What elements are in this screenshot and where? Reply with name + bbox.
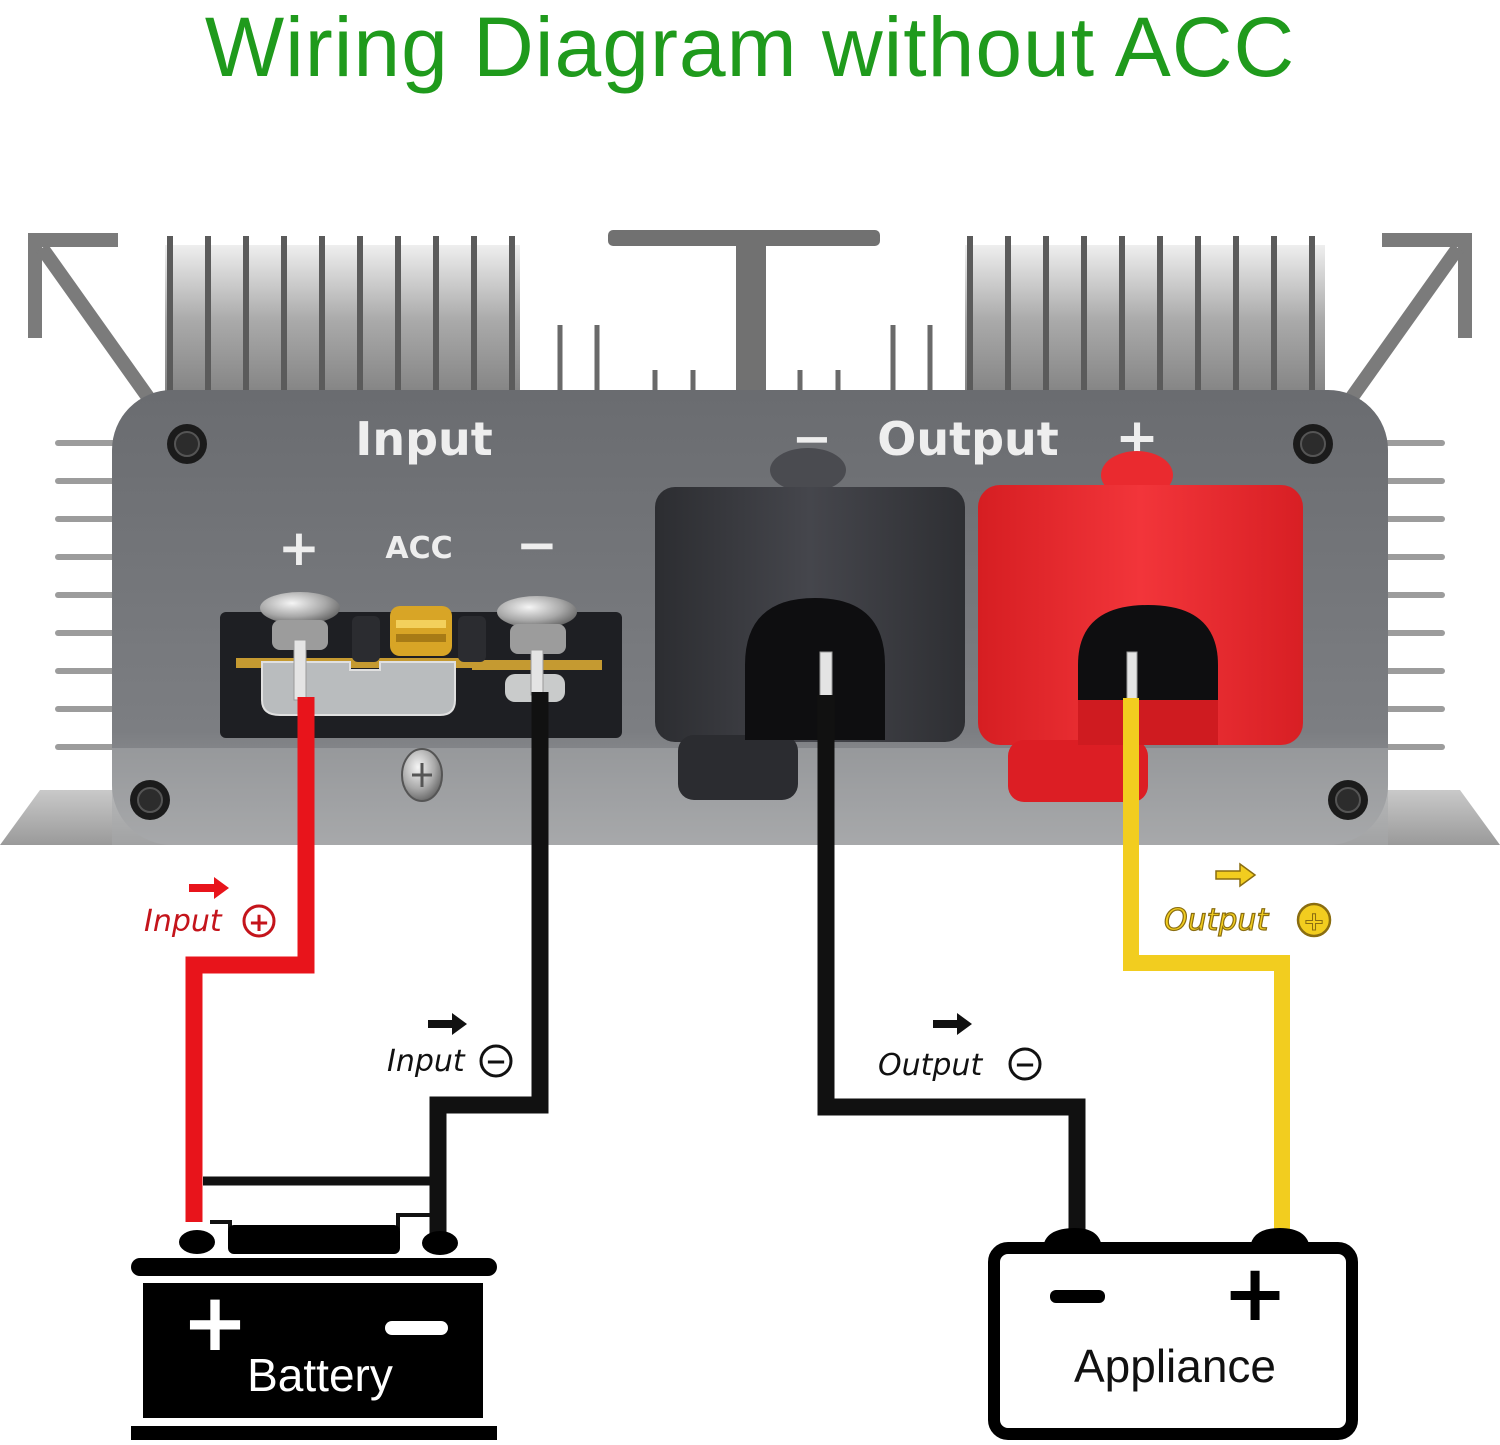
side-fin [1375, 554, 1445, 560]
panel-screw [130, 780, 170, 820]
side-fin [1375, 516, 1445, 522]
battery-positive-post [179, 1230, 215, 1254]
arrow-right-icon [428, 1013, 467, 1035]
wire-input-negative [429, 692, 549, 1240]
input-plus-screw [260, 592, 340, 650]
wire-symbol: − [1014, 1050, 1036, 1080]
corner-bracket-right [1344, 233, 1472, 405]
heatsink-fins-center [557, 325, 933, 392]
minus-circle-icon [1008, 1047, 1042, 1081]
side-fin [55, 478, 125, 484]
acc-screw [390, 606, 452, 656]
panel-screw [1293, 424, 1333, 464]
panel-screw [167, 424, 207, 464]
appliance-minus-sign [1050, 1290, 1105, 1303]
side-fin [55, 706, 125, 712]
label-output-negative: Output − [878, 1013, 1042, 1083]
battery-plus-sign: + [181, 1276, 248, 1369]
side-fins-left [55, 440, 125, 750]
plus-circle-icon [1296, 902, 1332, 938]
input-minus-terminal-label: − [516, 516, 558, 574]
dc-converter-device: Input Output − + + ACC − [0, 230, 1500, 845]
plus-circle-icon [242, 904, 276, 938]
wire-label-text: Input [387, 1044, 466, 1079]
output-positive-terminal-cap [978, 451, 1303, 802]
panel-screw-center [401, 748, 443, 802]
input-terminal-block [220, 592, 622, 738]
side-fin [55, 668, 125, 674]
wire-output-positive [1123, 698, 1290, 1235]
battery-label: Battery [247, 1349, 393, 1401]
label-input-positive: Input + [144, 877, 276, 939]
output-negative-terminal-cap [655, 448, 965, 800]
wire-symbol: + [248, 908, 270, 938]
side-fin [1375, 478, 1445, 484]
heatsink-fins-right [965, 236, 1325, 395]
arrow-right-icon [1215, 862, 1257, 888]
side-fin [1375, 668, 1445, 674]
battery-negative-post [422, 1231, 458, 1255]
label-input-negative: Input − [387, 1013, 513, 1079]
side-fin [1375, 706, 1445, 712]
output-label: Output [877, 412, 1059, 466]
corner-bracket-left [28, 233, 156, 405]
input-minus-screw [497, 596, 577, 702]
side-fin [55, 592, 125, 598]
arrow-right-icon [933, 1013, 972, 1035]
battery-icon: + Battery [131, 1225, 497, 1440]
wire-label-text: Output [878, 1048, 983, 1083]
appliance-plus-sign: + [1222, 1249, 1287, 1339]
side-fin [55, 516, 125, 522]
appliance-label: Appliance [1074, 1340, 1276, 1392]
mounting-bracket [608, 230, 880, 400]
battery-minus-sign [385, 1321, 448, 1335]
side-fins-right [1375, 440, 1445, 750]
diagram-title: Wiring Diagram without ACC [204, 0, 1296, 94]
label-output-positive: Output + [1163, 862, 1332, 939]
input-label: Input [355, 412, 493, 466]
side-fin [1375, 744, 1445, 750]
appliance-icon: + Appliance [988, 1228, 1358, 1440]
heatsink-fins-left [165, 236, 520, 395]
side-fin [1375, 440, 1445, 446]
input-plus-terminal-label: + [278, 519, 320, 577]
side-fin [55, 440, 125, 446]
wire-label-text: Input [144, 904, 223, 939]
side-fin [55, 554, 125, 560]
side-fin [55, 744, 125, 750]
wire-output-negative [817, 695, 1086, 1235]
acc-terminal-label: ACC [385, 531, 452, 566]
side-fin [1375, 592, 1445, 598]
side-fin [55, 630, 125, 636]
wire-symbol: + [1303, 907, 1325, 937]
wire-symbol: − [485, 1047, 507, 1077]
minus-circle-icon [479, 1044, 513, 1078]
wire-label-text: Output [1164, 903, 1269, 938]
side-fin [1375, 630, 1445, 636]
wire-input-positive [185, 697, 315, 1222]
panel-screw [1328, 780, 1368, 820]
arrow-right-icon [189, 877, 229, 899]
